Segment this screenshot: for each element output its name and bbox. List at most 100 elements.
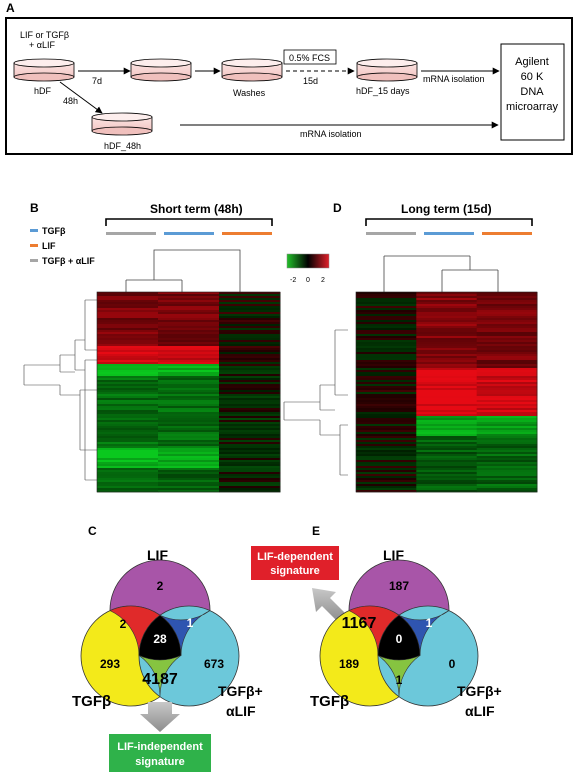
heatmap-cell xyxy=(416,410,478,413)
c-label-tgfb-alif-2: αLIF xyxy=(226,703,256,719)
heatmap-cell xyxy=(476,372,538,375)
panel-b-letter: B xyxy=(30,201,39,215)
heatmap-cell xyxy=(356,306,417,309)
heatmap-cell xyxy=(219,484,281,487)
heatmap-cell xyxy=(158,294,220,297)
heatmap-cell xyxy=(416,472,478,475)
heatmap-cell xyxy=(356,422,417,425)
heatmap-cell xyxy=(219,346,281,349)
e-signature-line-1: LIF-dependent xyxy=(257,551,333,563)
heatmap-cell xyxy=(158,392,220,395)
heatmap-cell xyxy=(476,296,538,299)
heatmap-cell xyxy=(356,476,417,479)
heatmap-cell xyxy=(158,336,220,339)
heatmap-cell xyxy=(476,386,538,389)
heatmap-cell xyxy=(158,422,220,425)
heatmap-cell xyxy=(416,478,478,481)
heatmap-cell xyxy=(356,318,417,321)
fcs-label: 0.5% FCS xyxy=(289,53,330,63)
heatmap-cell xyxy=(356,412,417,415)
heatmap-cell xyxy=(476,318,538,321)
heatmap-cell xyxy=(158,388,220,391)
heatmap-cell xyxy=(219,322,281,325)
heatmap-cell xyxy=(158,352,220,355)
heatmap-cell xyxy=(219,468,281,471)
heatmap-cell xyxy=(219,426,281,429)
heatmap-cell xyxy=(476,332,538,335)
heatmap-cell xyxy=(476,450,538,453)
heatmap-cell xyxy=(219,342,281,345)
heatmap-cell xyxy=(158,344,220,347)
dish-hdf xyxy=(13,58,75,82)
heatmap-cell xyxy=(356,326,417,329)
heatmap-cell xyxy=(97,412,159,415)
heatmap-cell xyxy=(97,390,159,393)
heatmap-cell xyxy=(356,444,417,447)
heatmap-cell xyxy=(97,330,159,333)
heatmap-cell xyxy=(476,472,538,475)
heatmap-cell xyxy=(219,384,281,387)
heatmap-cell xyxy=(158,376,220,379)
heatmap-cell xyxy=(97,296,159,299)
heatmap-cell xyxy=(158,366,220,369)
heatmap-cell xyxy=(356,394,417,397)
heatmap-cell xyxy=(416,430,478,433)
heatmap-cell xyxy=(476,454,538,457)
heatmap-cell xyxy=(97,426,159,429)
heatmap-cell xyxy=(219,392,281,395)
heatmap-cell xyxy=(356,314,417,317)
heatmap-cell xyxy=(356,438,417,441)
heatmap-cell xyxy=(416,422,478,425)
heatmap-cell xyxy=(416,302,478,305)
heatmap-cell xyxy=(219,436,281,439)
heatmap-cell xyxy=(97,380,159,383)
heatmap-cell xyxy=(219,438,281,441)
heatmap-cell xyxy=(219,442,281,445)
heatmap-cell xyxy=(476,442,538,445)
heatmap-cell xyxy=(97,490,159,493)
heatmap-cell xyxy=(476,426,538,429)
heatmap-cell xyxy=(97,350,159,353)
heatmap-cell xyxy=(356,346,417,349)
heatmap-cell xyxy=(97,294,159,297)
heatmap-cell xyxy=(416,350,478,353)
heatmap-cell xyxy=(97,408,159,411)
heatmap-cell xyxy=(356,372,417,375)
hdf-label: hDF xyxy=(34,86,52,96)
heatmap-cell xyxy=(476,344,538,347)
heatmap-cell xyxy=(356,330,417,333)
heatmap-cell xyxy=(356,384,417,387)
heatmap-cell xyxy=(219,432,281,435)
heatmap-cell xyxy=(476,404,538,407)
heatmap-cell xyxy=(97,320,159,323)
heatmap-cell xyxy=(476,376,538,379)
heatmap-cell xyxy=(476,464,538,467)
heatmap-cell xyxy=(97,378,159,381)
heatmap-cell xyxy=(476,466,538,469)
heatmap-cell xyxy=(158,292,220,295)
heatmap-cell xyxy=(476,302,538,305)
heatmap-cell xyxy=(356,446,417,449)
heatmap-cell xyxy=(356,434,417,437)
heatmap-cell xyxy=(219,348,281,351)
heatmap-cell xyxy=(416,444,478,447)
heatmap-cell xyxy=(158,448,220,451)
heatmap-cell xyxy=(416,376,478,379)
heatmap-cell xyxy=(476,484,538,487)
heatmap-cell xyxy=(219,364,281,367)
heatmap-cell xyxy=(476,298,538,301)
heatmap-cell xyxy=(97,414,159,417)
heatmap-cell xyxy=(158,428,220,431)
heatmap-cell xyxy=(158,460,220,463)
heatmap-cell xyxy=(356,308,417,311)
heatmap-cell xyxy=(158,382,220,385)
heatmap-cell xyxy=(476,480,538,483)
heatmap-cell xyxy=(219,460,281,463)
heatmap-cell xyxy=(416,336,478,339)
heatmap-cell xyxy=(476,398,538,401)
e-count-lif-tgfb: 1167 xyxy=(342,615,377,632)
heatmap-cell xyxy=(97,470,159,473)
dish-48h xyxy=(91,112,153,136)
b-bar-alif xyxy=(106,232,156,235)
heatmap-cell xyxy=(476,440,538,443)
